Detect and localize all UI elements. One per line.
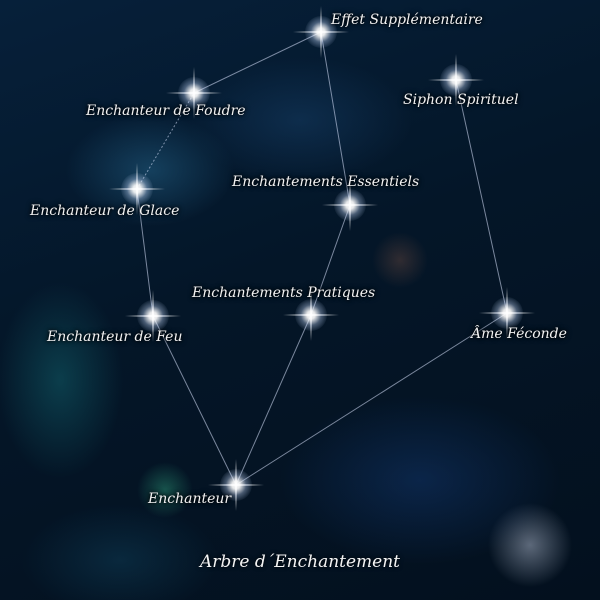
star-enchanteur-de-feu[interactable] xyxy=(125,290,181,342)
star-siphon-spirituel[interactable] xyxy=(428,54,484,106)
link-foudre-effet xyxy=(193,31,322,94)
label-enchanteur-de-feu: Enchanteur de Feu xyxy=(47,329,183,345)
label-siphon-spirituel: Siphon Spirituel xyxy=(403,92,519,108)
label-enchantements-pratiques: Enchantements Pratiques xyxy=(192,285,376,301)
link-feu-glace xyxy=(136,188,154,317)
link-glace-foudre xyxy=(136,92,195,190)
star-enchanteur[interactable] xyxy=(208,459,264,511)
label-effet-supplementaire: Effet Supplémentaire xyxy=(331,12,483,28)
link-enchanteur-ame xyxy=(235,312,508,486)
link-essentiels-pratiques xyxy=(310,204,351,316)
star-effet-supplementaire[interactable] xyxy=(293,6,349,58)
label-enchanteur-de-foudre: Enchanteur de Foudre xyxy=(86,103,246,119)
link-pratiques-enchanteur xyxy=(235,314,312,486)
label-enchanteur: Enchanteur xyxy=(148,491,232,507)
link-enchanteur-feu xyxy=(152,315,237,486)
star-enchantements-pratiques[interactable] xyxy=(283,289,339,341)
label-ame-feconde: Âme Féconde xyxy=(471,326,567,342)
link-ame-siphon xyxy=(455,79,508,314)
tree-title: Arbre d´Enchantement xyxy=(199,552,401,572)
star-enchantements-essentiels[interactable] xyxy=(322,179,378,231)
link-effet-essentiels xyxy=(320,31,351,206)
star-enchanteur-de-glace[interactable] xyxy=(109,163,165,215)
star-ame-feconde[interactable] xyxy=(479,287,535,339)
label-enchanteur-de-glace: Enchanteur de Glace xyxy=(30,203,180,219)
star-enchanteur-de-foudre[interactable] xyxy=(166,67,222,119)
label-enchantements-essentiels: Enchantements Essentiels xyxy=(232,174,420,190)
